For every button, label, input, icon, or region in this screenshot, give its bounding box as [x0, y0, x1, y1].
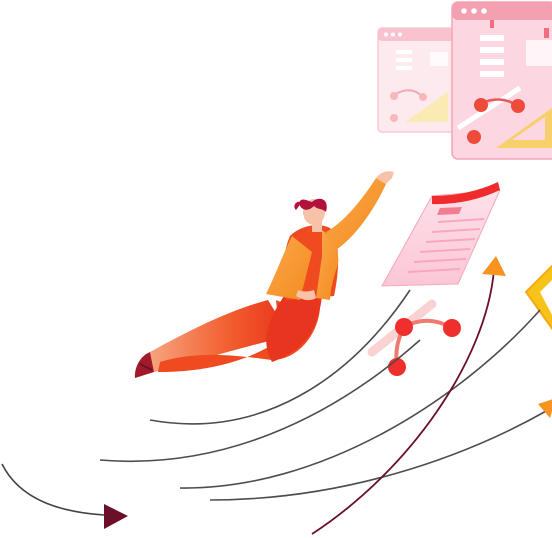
- rising-curve: [311, 269, 495, 535]
- motion-lines: [99, 289, 549, 501]
- triangle-ruler-icon: [524, 264, 552, 331]
- document-page-icon: [381, 182, 501, 287]
- node-graph-icon: [367, 299, 461, 376]
- arrow-right-icon: [104, 504, 128, 529]
- arrow-up-icon: [482, 256, 506, 276]
- browser-window-icon-small: [377, 27, 459, 133]
- flying-person: [134, 171, 394, 378]
- browser-window-icon-large: [451, 1, 552, 160]
- arrow-right-orange-icon: [538, 399, 552, 418]
- curve-arrow-line: [1, 463, 105, 516]
